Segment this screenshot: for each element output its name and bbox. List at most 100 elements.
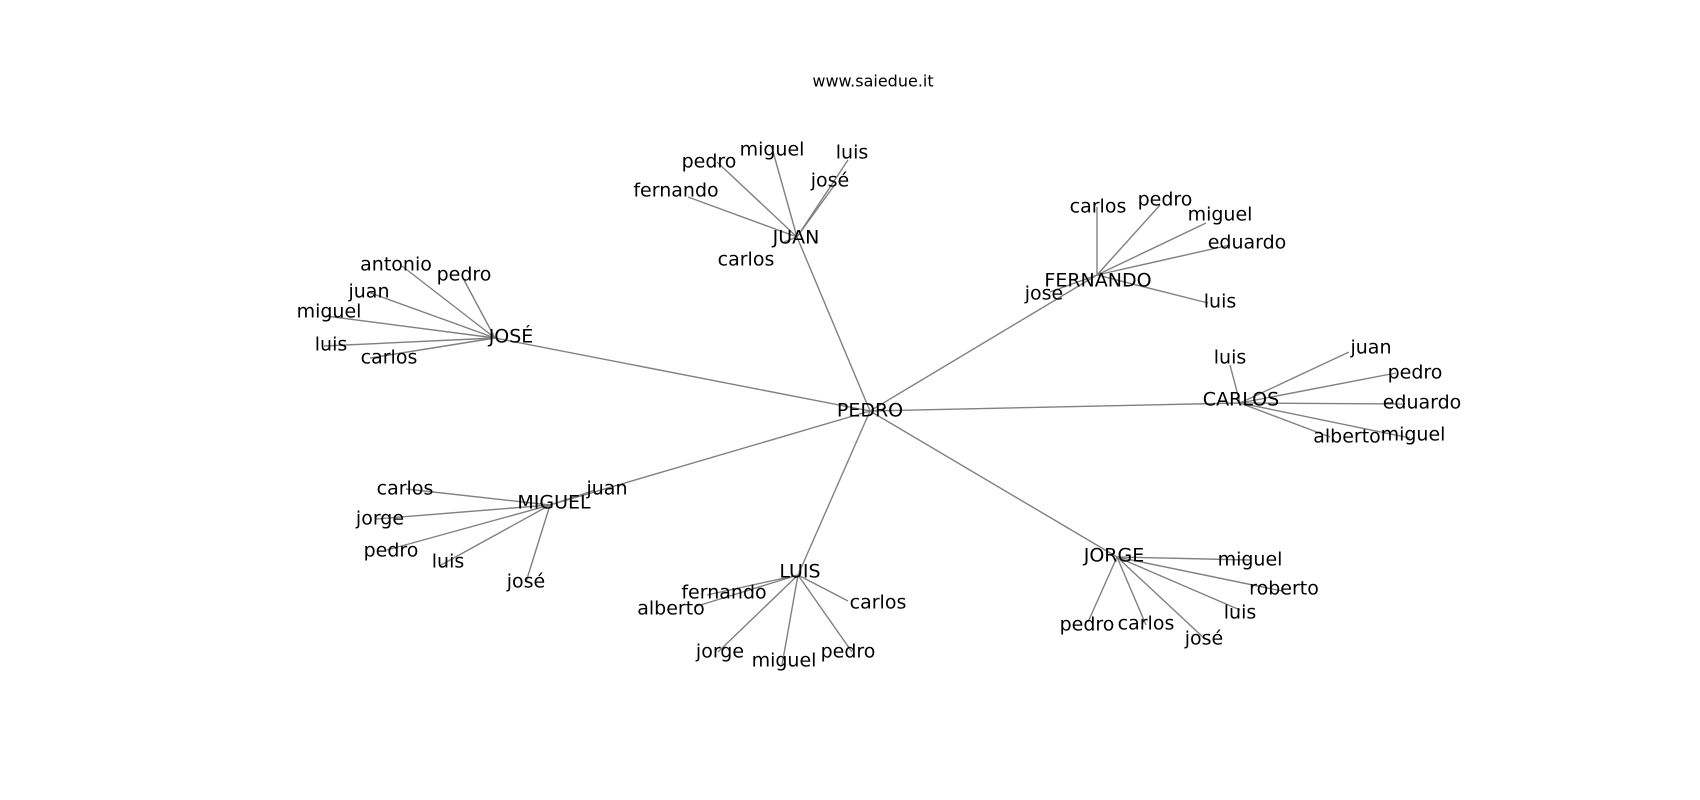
edge-carlos-eduardo bbox=[1239, 402, 1406, 405]
edge-luis-carlos bbox=[797, 574, 849, 602]
edge-juan-pedro bbox=[716, 161, 798, 238]
node-luis-child-miguel: miguel bbox=[752, 650, 817, 672]
node-carlos-child-pedro: pedro bbox=[1388, 362, 1443, 384]
node-juan-child-jose: josé bbox=[810, 170, 850, 192]
node-luis-child-fernando: fernando bbox=[681, 582, 766, 604]
node-hub-luis: LUIS bbox=[779, 561, 820, 583]
node-miguel-child-carlos: carlos bbox=[377, 478, 434, 500]
edge-carlos-juan bbox=[1239, 351, 1350, 404]
node-juan-child-carlos: carlos bbox=[718, 249, 775, 271]
edge-jorge-pedro bbox=[1087, 556, 1118, 623]
edge-root-miguel bbox=[549, 410, 871, 506]
edge-carlos-pedro bbox=[1239, 372, 1397, 404]
edge-jose-antonio bbox=[401, 265, 496, 339]
edge-fernando-jose bbox=[1049, 274, 1098, 293]
node-root-pedro: PEDRO bbox=[837, 400, 903, 422]
edge-jorge-miguel bbox=[1116, 556, 1251, 561]
node-fernando-child-luis: luis bbox=[1204, 291, 1237, 313]
edge-jose-pedro bbox=[463, 279, 496, 339]
edge-juan-carlos bbox=[783, 236, 798, 243]
edge-fernando-miguel bbox=[1096, 222, 1207, 276]
node-carlos-child-eduardo: eduardo bbox=[1383, 392, 1462, 414]
node-luis-child-pedro: pedro bbox=[821, 641, 876, 663]
node-jose-child-carlos: carlos bbox=[361, 347, 418, 369]
node-luis-child-carlos: carlos bbox=[850, 592, 907, 614]
edge-luis-fernando bbox=[706, 574, 799, 596]
edge-jose-luis bbox=[323, 337, 496, 347]
edge-carlos-luis bbox=[1229, 364, 1241, 404]
edge-jorge-carlos bbox=[1116, 556, 1147, 626]
edge-root-juan bbox=[796, 236, 871, 412]
node-jorge-child-roberto: roberto bbox=[1249, 578, 1319, 600]
node-carlos-child-luis: luis bbox=[1214, 347, 1247, 369]
edge-miguel-pedro bbox=[386, 504, 551, 551]
edge-fernando-pedro bbox=[1096, 204, 1161, 276]
edge-root-fernando bbox=[869, 274, 1098, 412]
node-jose-child-luis: luis bbox=[315, 334, 348, 356]
node-carlos-child-juan: juan bbox=[1349, 337, 1391, 359]
node-jose-child-antonio: antonio bbox=[360, 254, 432, 276]
edge-luis-pedro bbox=[797, 574, 853, 653]
edge-jose-juan bbox=[367, 291, 496, 339]
node-juan-child-miguel: miguel bbox=[740, 139, 805, 161]
node-fernando-child-miguel: miguel bbox=[1188, 204, 1253, 226]
node-fernando-child-pedro: pedro bbox=[1138, 189, 1193, 211]
edge-miguel-luis bbox=[440, 504, 551, 566]
node-jorge-child-luis: luis bbox=[1224, 602, 1257, 624]
edge-miguel-carlos bbox=[405, 488, 551, 506]
edge-juan-miguel bbox=[771, 147, 798, 238]
edge-fernando-eduardo bbox=[1096, 244, 1231, 276]
edge-jose-miguel bbox=[325, 315, 496, 339]
edge-root-jose bbox=[494, 337, 871, 412]
node-fernando-child-eduardo: eduardo bbox=[1208, 232, 1287, 254]
node-hub-jorge: JORGE bbox=[1083, 545, 1145, 567]
edge-miguel-jorge bbox=[375, 504, 551, 520]
diagram-title: www.saiedue.it bbox=[812, 72, 933, 91]
node-jorge-child-miguel: miguel bbox=[1218, 549, 1283, 571]
edge-miguel-juan bbox=[549, 489, 596, 506]
node-fernando-child-carlos: carlos bbox=[1070, 196, 1127, 218]
node-jose-child-pedro: pedro bbox=[437, 264, 492, 286]
node-miguel-child-pedro: pedro bbox=[364, 540, 419, 562]
edge-jorge-luis bbox=[1116, 556, 1241, 611]
node-jose-child-juan: juan bbox=[347, 281, 389, 303]
node-carlos-child-miguel: miguel bbox=[1381, 424, 1446, 446]
edge-root-luis bbox=[797, 410, 871, 576]
node-miguel-child-jorge: jorge bbox=[355, 508, 404, 530]
node-jorge-child-pedro: pedro bbox=[1060, 614, 1115, 636]
edge-carlos-miguel bbox=[1239, 402, 1411, 439]
node-miguel-child-jose: josé bbox=[506, 571, 546, 593]
edge-root-carlos bbox=[869, 402, 1241, 412]
edges-layer bbox=[323, 147, 1411, 666]
node-hub-miguel: MIGUEL bbox=[517, 492, 591, 514]
edge-jorge-roberto bbox=[1116, 556, 1283, 592]
node-miguel-child-juan: juan bbox=[585, 478, 627, 500]
node-carlos-child-alberto: alberto bbox=[1313, 426, 1381, 448]
node-luis-child-jorge: jorge bbox=[695, 641, 744, 663]
node-luis-child-alberto: alberto bbox=[637, 598, 705, 620]
edge-jorge-jose bbox=[1116, 556, 1206, 640]
node-jorge-child-carlos: carlos bbox=[1118, 613, 1175, 635]
edge-luis-miguel bbox=[781, 574, 799, 666]
edge-carlos-alberto bbox=[1239, 402, 1331, 438]
node-hub-juan: JUAN bbox=[772, 227, 820, 249]
node-juan-child-pedro: pedro bbox=[682, 151, 737, 173]
edge-fernando-luis bbox=[1096, 274, 1209, 304]
node-jorge-child-jose: josé bbox=[1184, 628, 1224, 650]
edge-jose-carlos bbox=[369, 337, 496, 359]
edge-root-jorge bbox=[869, 410, 1118, 558]
node-hub-carlos: CARLOS bbox=[1203, 389, 1279, 411]
node-jose-child-miguel: miguel bbox=[297, 301, 362, 323]
node-hub-fernando: FERNANDO bbox=[1044, 270, 1151, 292]
edge-juan-jose bbox=[796, 182, 837, 238]
node-fernando-child-jose: jose bbox=[1024, 283, 1064, 305]
edge-luis-alberto bbox=[693, 574, 799, 608]
node-juan-child-luis: luis bbox=[836, 142, 869, 164]
edge-miguel-jose bbox=[525, 504, 551, 583]
edge-luis-jorge bbox=[717, 574, 799, 653]
edge-juan-fernando bbox=[687, 196, 798, 238]
node-juan-child-fernando: fernando bbox=[633, 180, 718, 202]
node-miguel-child-luis: luis bbox=[432, 551, 465, 573]
